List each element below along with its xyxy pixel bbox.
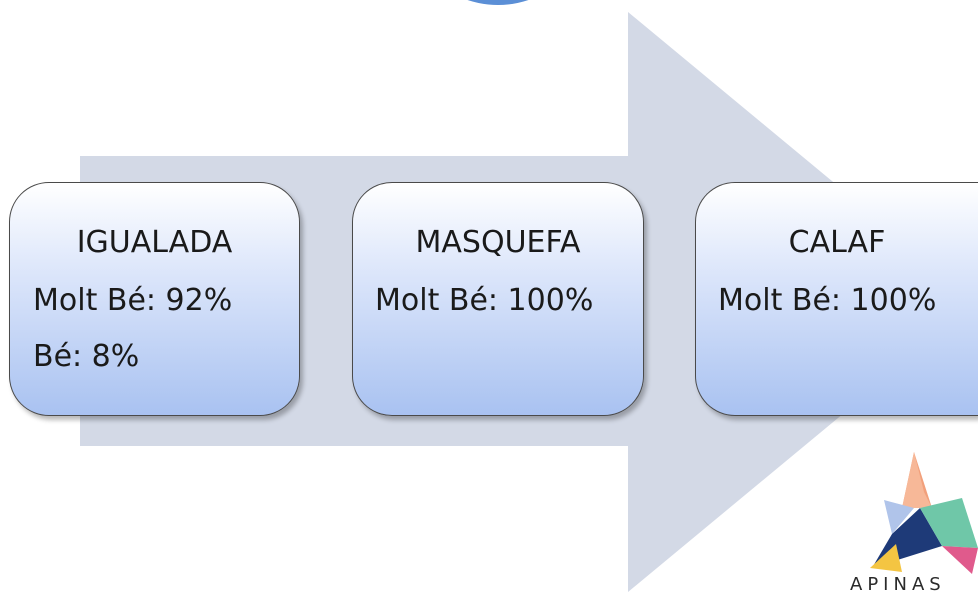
stage-value: Molt Bé: 92% [33,283,233,318]
stage-title: IGUALADA [76,225,233,260]
decorative-circle [398,0,598,5]
stage-value: Bé: 8% [33,339,140,374]
apinas-logo-icon [870,452,978,574]
stage-title: MASQUEFA [415,225,581,260]
stage-value: Molt Bé: 100% [718,283,937,318]
stage-card-calaf: CALAF Molt Bé: 100% [695,182,978,416]
stage-card-igualada: IGUALADA Molt Bé: 92% Bé: 8% [9,182,300,416]
logo-text: APINAS [850,574,946,595]
stage-card-masquefa: MASQUEFA Molt Bé: 100% [352,182,644,416]
stage-title: CALAF [788,225,886,260]
stage-value: Molt Bé: 100% [375,283,594,318]
